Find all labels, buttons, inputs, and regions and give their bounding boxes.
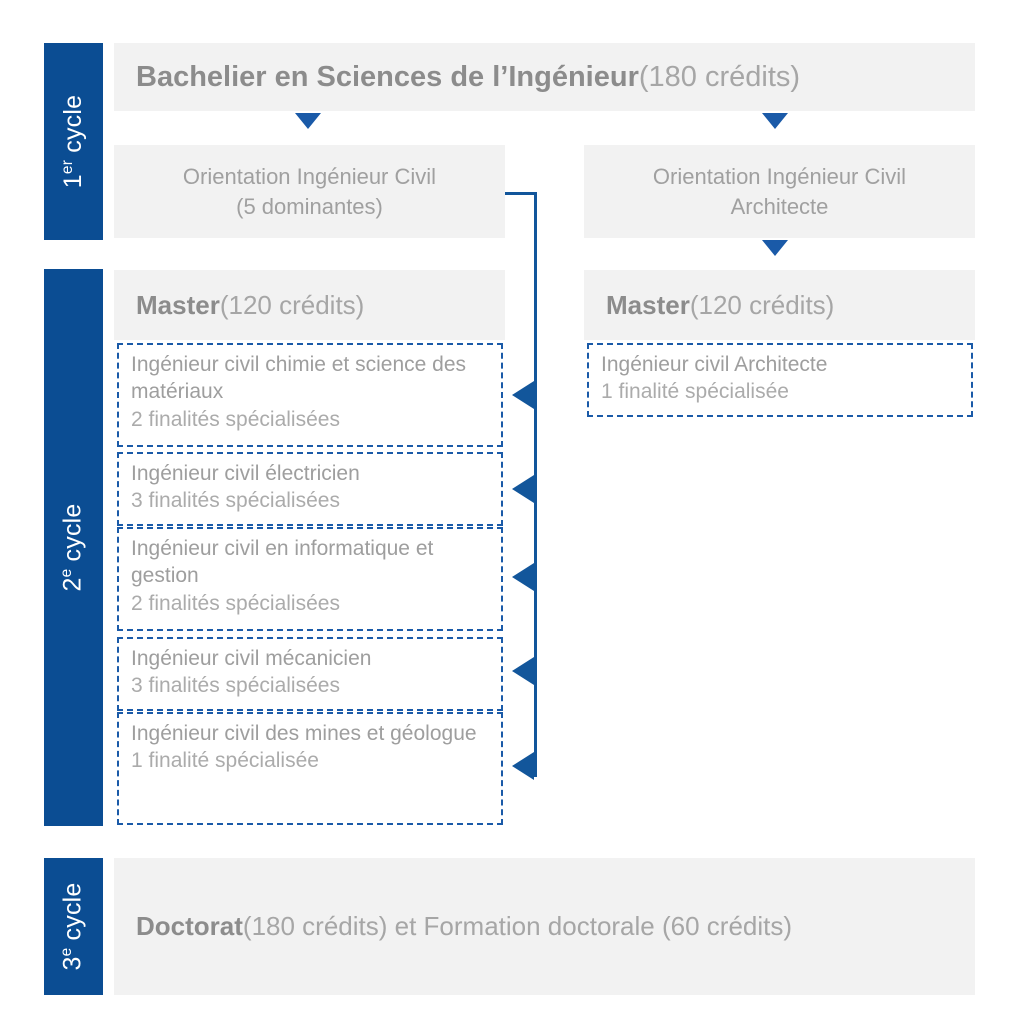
program-box-informatique-gestion: Ingénieur civil en informatique et gesti… <box>117 527 503 631</box>
program-finalites: 2 finalités spécialisées <box>131 591 340 615</box>
cycle-3-ordinal: e <box>58 947 76 957</box>
master-architecte-title: Master <box>606 289 690 320</box>
arrow-left-mecanicien <box>512 657 534 685</box>
master-architecte-box: Master (120 crédits) <box>584 270 975 340</box>
master-civil-box: Master (120 crédits) <box>114 270 505 340</box>
cycle-3-number: 3 <box>59 956 88 971</box>
master-civil-title: Master <box>136 289 220 320</box>
arrow-left-chimie-materiaux <box>512 381 534 409</box>
bachelor-title: Bachelier en Sciences de l’Ingénieur <box>136 60 639 93</box>
program-name: Ingénieur civil Architecte <box>601 353 828 376</box>
connector-vertical-civil <box>534 192 537 777</box>
arrow-left-mines-geologue <box>512 752 534 780</box>
bachelor-box: Bachelier en Sciences de l’Ingénieur (18… <box>114 43 975 111</box>
cycle-bar-3e: 3e cycle <box>44 858 103 995</box>
program-name: Ingénieur civil en informatique et gesti… <box>131 537 434 588</box>
orientation-architecte-line2: Architecte <box>730 193 829 219</box>
cycle-bar-1er: 1er cycle <box>44 43 103 240</box>
cycle-label-2e: 2e cycle <box>58 503 88 592</box>
cycle-3-word: cycle <box>59 882 88 948</box>
program-box-mecanicien: Ingénieur civil mécanicien 3 finalités s… <box>117 637 503 711</box>
connector-horizontal-civil <box>505 192 537 195</box>
arrow-down-to-orientation-civil <box>295 113 321 129</box>
cycle-bar-2e: 2e cycle <box>44 269 103 826</box>
master-civil-credits: (120 crédits) <box>219 289 365 320</box>
program-name: Ingénieur civil électricien <box>131 462 360 485</box>
program-name: Ingénieur civil mécanicien <box>131 647 372 670</box>
program-box-electricien: Ingénieur civil électricien 3 finalités … <box>117 452 503 526</box>
program-name: Ingénieur civil chimie et science des ma… <box>131 353 466 404</box>
arrow-down-to-master-architecte <box>762 240 788 256</box>
orientation-civil-line1: Orientation Ingénieur Civil <box>182 164 437 190</box>
master-architecte-credits: (120 crédits) <box>689 289 835 320</box>
program-finalites: 3 finalités spécialisées <box>131 489 340 513</box>
doctorat-details: (180 crédits) et Formation doctorale (60… <box>242 911 793 941</box>
cycle-label-3e: 3e cycle <box>58 882 88 971</box>
program-name: Ingénieur civil des mines et géologue <box>131 722 477 745</box>
orientation-civil-box: Orientation Ingénieur Civil (5 dominante… <box>114 145 505 238</box>
doctorat-box: Doctorat (180 crédits) et Formation doct… <box>114 858 975 995</box>
arrow-left-informatique-gestion <box>512 563 534 591</box>
bachelor-credits: (180 crédits) <box>638 60 801 93</box>
doctorat-title: Doctorat <box>136 911 243 941</box>
arrow-left-electricien <box>512 475 534 503</box>
cycle-1-word: cycle <box>59 94 87 160</box>
orientation-architecte-box: Orientation Ingénieur Civil Architecte <box>584 145 975 238</box>
program-box-chimie-materiaux: Ingénieur civil chimie et science des ma… <box>117 343 503 447</box>
orientation-architecte-line1: Orientation Ingénieur Civil <box>652 164 907 190</box>
program-finalites: 1 finalité spécialisée <box>131 749 319 773</box>
program-finalites: 1 finalité spécialisée <box>601 380 789 404</box>
cycle-1-ordinal: er <box>58 159 76 175</box>
cycle-label-1er: 1er cycle <box>58 94 87 189</box>
program-finalites: 3 finalités spécialisées <box>131 674 340 698</box>
program-box-architecte: Ingénieur civil Architecte 1 finalité sp… <box>587 343 973 417</box>
cycle-2-word: cycle <box>59 503 88 569</box>
cycle-2-number: 2 <box>59 577 88 592</box>
arrow-down-to-orientation-architecte <box>762 113 788 129</box>
program-finalites: 2 finalités spécialisées <box>131 407 340 431</box>
cycle-1-number: 1 <box>59 174 87 189</box>
cycle-2-ordinal: e <box>58 568 76 578</box>
orientation-civil-line2: (5 dominantes) <box>236 193 383 219</box>
program-box-mines-geologue: Ingénieur civil des mines et géologue 1 … <box>117 712 503 825</box>
